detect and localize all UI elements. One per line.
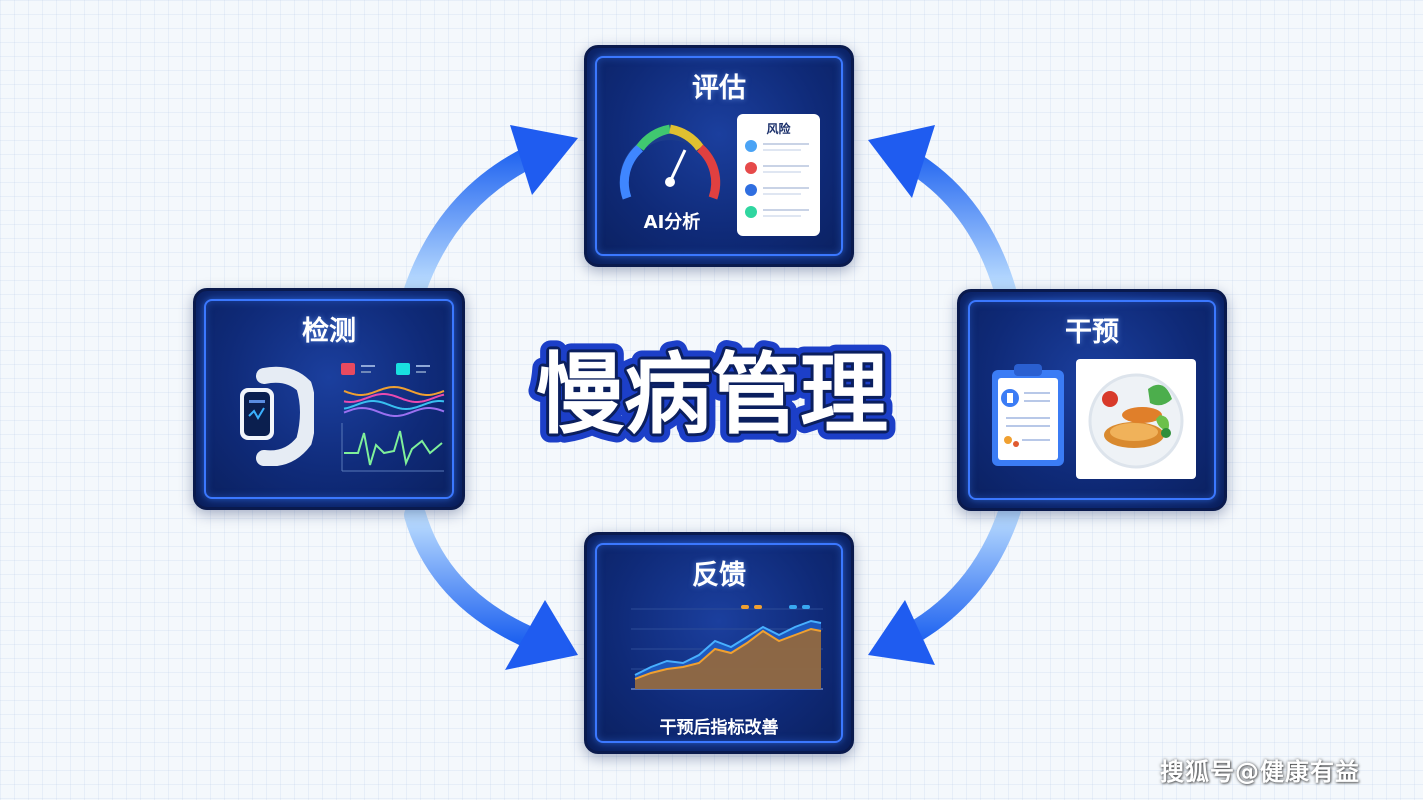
intervene-title: 干预 — [1065, 317, 1119, 348]
legend-swatch — [802, 605, 810, 609]
wave-line — [343, 393, 445, 404]
assess-card: 评估 AI分析 风险 — [584, 45, 854, 267]
series-orange-area — [635, 629, 821, 689]
feedback-card: 反馈 干预后指标改善 — [584, 532, 854, 754]
monitor-title: 检测 — [302, 316, 356, 347]
wave-line — [343, 385, 445, 396]
monitor-card: 检测 — [193, 288, 465, 510]
risk-dot — [745, 140, 757, 152]
legend-swatch — [789, 605, 797, 609]
wave-line — [343, 400, 445, 411]
risk-dot — [745, 184, 757, 196]
risk-panel-title: 风险 — [766, 122, 791, 136]
vitals-chart — [341, 363, 445, 472]
ecg-trace — [344, 430, 443, 467]
wave-line — [343, 406, 445, 417]
smartwatch-icon — [240, 366, 314, 466]
arrow-intervene-to-feedback — [868, 499, 1021, 665]
gauge-icon — [619, 124, 721, 200]
watermark: 搜狐号@健康有益 — [1160, 758, 1360, 786]
feedback-caption: 干预后指标改善 — [659, 718, 779, 738]
feedback-title: 反馈 — [692, 560, 746, 591]
risk-dot — [745, 162, 757, 174]
center-title-graphic: 慢病管理 慢病管理 — [527, 335, 897, 455]
legend-swatch — [741, 605, 749, 609]
series-orange-line — [634, 627, 822, 680]
risk-list — [745, 140, 809, 218]
legend-swatch — [754, 605, 762, 609]
improvement-chart — [631, 605, 823, 690]
arrow-assess-to-intervene — [868, 125, 1016, 301]
series-blue-line — [634, 619, 822, 676]
center-title-outline: 慢病管理 — [536, 343, 888, 446]
center-title: 慢病管理 — [536, 343, 888, 446]
legend-swatch — [341, 363, 355, 375]
legend-swatch — [396, 363, 410, 375]
intervene-card: 干预 — [957, 289, 1227, 511]
assess-title: 评估 — [692, 73, 746, 104]
healthy-meal-icon — [1076, 359, 1196, 479]
clipboard-icon — [992, 364, 1064, 466]
risk-dot — [745, 206, 757, 218]
arrow-monitor-to-assess — [404, 125, 578, 301]
risk-panel: 风险 — [737, 114, 820, 236]
gauge-label: AI分析 — [643, 212, 701, 233]
arrow-monitor-to-feedback — [404, 504, 578, 670]
